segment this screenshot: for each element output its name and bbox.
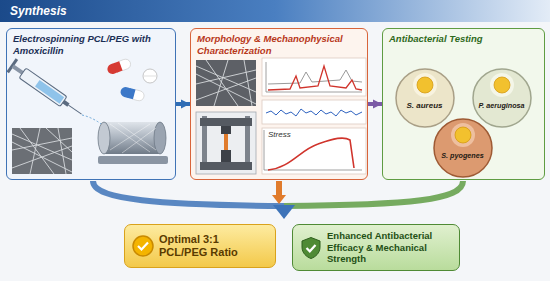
thermal-chart	[262, 100, 366, 124]
gear-icon	[131, 234, 155, 258]
flow-arrow	[368, 102, 382, 106]
gear-icon	[133, 236, 153, 256]
tensile-machine	[196, 112, 256, 174]
petri-dish: S. aureus	[396, 69, 454, 127]
petri-dish	[494, 77, 510, 93]
stress-strain-chart	[262, 128, 366, 174]
petri-dish	[396, 69, 454, 127]
result-box: Enhanced Antibacterial Efficacy & Mechan…	[292, 224, 460, 271]
dish-label: P. aeruginosa	[472, 97, 530, 111]
panel-heading: Antibacterial Testing	[383, 29, 544, 45]
result-text: Enhanced Antibacterial Efficacy & Mechan…	[327, 230, 453, 265]
petri-dish: P. aeruginosa	[473, 69, 531, 127]
merge-arrow	[276, 181, 282, 197]
header-band	[0, 0, 550, 22]
petri-dish	[473, 69, 531, 127]
dish-label: S. aureus	[400, 97, 448, 111]
spectrum-chart	[268, 66, 362, 90]
collector-drum	[98, 122, 110, 154]
merge-arrow	[273, 205, 295, 219]
syringe-icon	[68, 105, 81, 114]
pill-icons	[127, 88, 135, 99]
fiber-mesh-image	[12, 128, 72, 174]
process-panel: S. aureus P. aeruginosa S. pyogenes Antibac…	[382, 28, 545, 180]
stress-strain-chart	[268, 138, 354, 170]
pill-icons	[143, 69, 157, 83]
syringe-icon	[7, 58, 87, 120]
syringe-icon	[35, 80, 64, 104]
collector-drum	[110, 123, 156, 153]
process-panel: Electrospinning PCL/PEG with Amoxicillin	[6, 28, 176, 180]
panel-ground	[6, 28, 176, 180]
pill-icons	[144, 76, 156, 77]
shield-icon	[302, 237, 320, 258]
flow-arrow	[176, 102, 190, 106]
sem-image	[196, 60, 256, 106]
petri-dish	[413, 73, 437, 97]
dish-label: S. pyogenes	[435, 147, 489, 161]
fiber-mesh-image	[12, 128, 72, 174]
collector-drum	[98, 156, 168, 164]
spectrum-chart	[266, 62, 362, 92]
panel-heading: Electrospinning PCL/PEG with Amoxicillin	[7, 29, 175, 57]
tensile-machine	[221, 126, 231, 134]
merge-arrow	[93, 181, 284, 206]
pill-icons	[114, 61, 123, 72]
result-text: Optimal 3:1 PCL/PEG Ratio	[159, 233, 269, 259]
petri-dish	[417, 77, 433, 93]
tensile-machine	[196, 112, 256, 174]
tensile-machine	[221, 150, 231, 162]
thermal-chart	[266, 109, 362, 116]
syringe-icon	[19, 68, 67, 107]
collector-drum	[154, 122, 166, 154]
petri-dish	[490, 73, 514, 97]
pill-icons	[119, 86, 145, 102]
sem-image	[196, 60, 256, 106]
petri-dish: S. pyogenes	[434, 119, 492, 177]
stress-strain-chart	[262, 128, 366, 174]
panel-ground	[6, 28, 545, 180]
panel-ground	[382, 28, 545, 180]
panel-ground	[190, 28, 368, 180]
sem-image	[196, 60, 256, 106]
collector-drum	[104, 122, 160, 154]
tensile-machine	[200, 118, 252, 126]
pill-icons	[106, 58, 157, 102]
merge-arrow	[284, 181, 463, 206]
panel-heading: Morphology & Mechanophysical Characteriz…	[191, 29, 367, 57]
stress-strain-chart	[264, 130, 362, 170]
diagram-title: Synthesis	[10, 4, 67, 18]
petri-dish	[396, 69, 531, 177]
fiber-mesh-image	[12, 128, 72, 174]
result-box: Optimal 3:1 PCL/PEG Ratio	[124, 224, 276, 268]
tensile-machine	[224, 134, 228, 150]
spectrum-chart	[268, 70, 362, 84]
petri-dish	[451, 123, 475, 147]
thermal-chart	[262, 100, 366, 124]
check-mark	[307, 245, 316, 251]
shield-icon	[299, 236, 323, 260]
pill-icons	[106, 58, 132, 76]
spectrum-chart	[262, 58, 366, 96]
check-mark	[138, 243, 148, 250]
collector-drum	[98, 122, 168, 164]
tensile-machine	[200, 162, 252, 170]
merge-arrow	[272, 195, 286, 204]
petri-dish	[434, 119, 492, 177]
petri-dish	[455, 127, 471, 143]
spectrum-chart	[262, 58, 366, 96]
axis-label: Stress	[268, 130, 291, 140]
process-panel: Morphology & Mechanophysical Characteriz…	[190, 28, 368, 180]
merge-arrow	[93, 181, 463, 219]
